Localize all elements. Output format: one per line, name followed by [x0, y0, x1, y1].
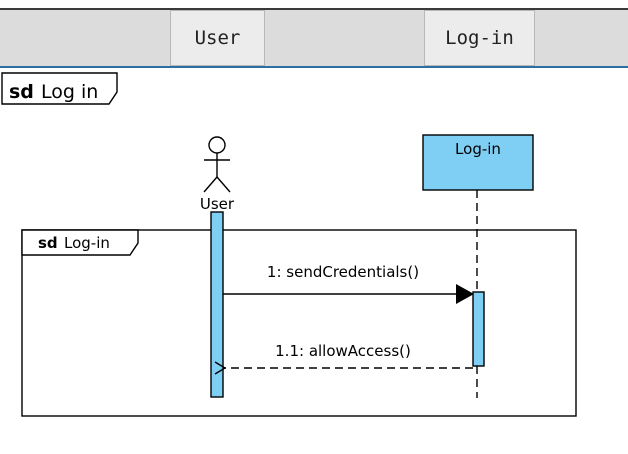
reply-label: 1.1: allowAccess() [275, 342, 411, 360]
inner-frame-border [21, 229, 577, 417]
actor-left-leg [203, 176, 218, 193]
inner-frame-name: Log-in [64, 234, 110, 252]
lane-header-login[interactable]: Log-in [424, 10, 535, 66]
inner-frame-tab [21, 229, 139, 256]
lifeline-login[interactable]: Log-in [422, 134, 534, 191]
actor-head [208, 136, 226, 154]
inner-frame[interactable]: sd Log-in [21, 229, 577, 417]
actor-right-leg [216, 176, 231, 193]
activation-bar-login[interactable] [472, 291, 485, 367]
message-label: 1: sendCredentials() [267, 263, 419, 281]
lifeline-head-box [422, 134, 534, 191]
message-send-credentials[interactable]: 1: sendCredentials() [223, 263, 474, 304]
inner-frame-keyword: sd [38, 234, 58, 252]
actor-user[interactable]: User [200, 136, 235, 213]
actor-label: User [200, 195, 235, 213]
message-arrowhead [456, 284, 474, 304]
outer-frame-keyword: sd [9, 81, 34, 103]
lifeline-label: Log-in [455, 140, 501, 158]
outer-frame-tab[interactable]: sd Log in [1, 72, 118, 105]
outer-frame-name: Log in [41, 81, 98, 103]
activation-bar-user[interactable] [210, 211, 224, 398]
message-allow-access[interactable]: 1.1: allowAccess() [214, 342, 473, 375]
lane-header-user[interactable]: User [170, 10, 265, 66]
